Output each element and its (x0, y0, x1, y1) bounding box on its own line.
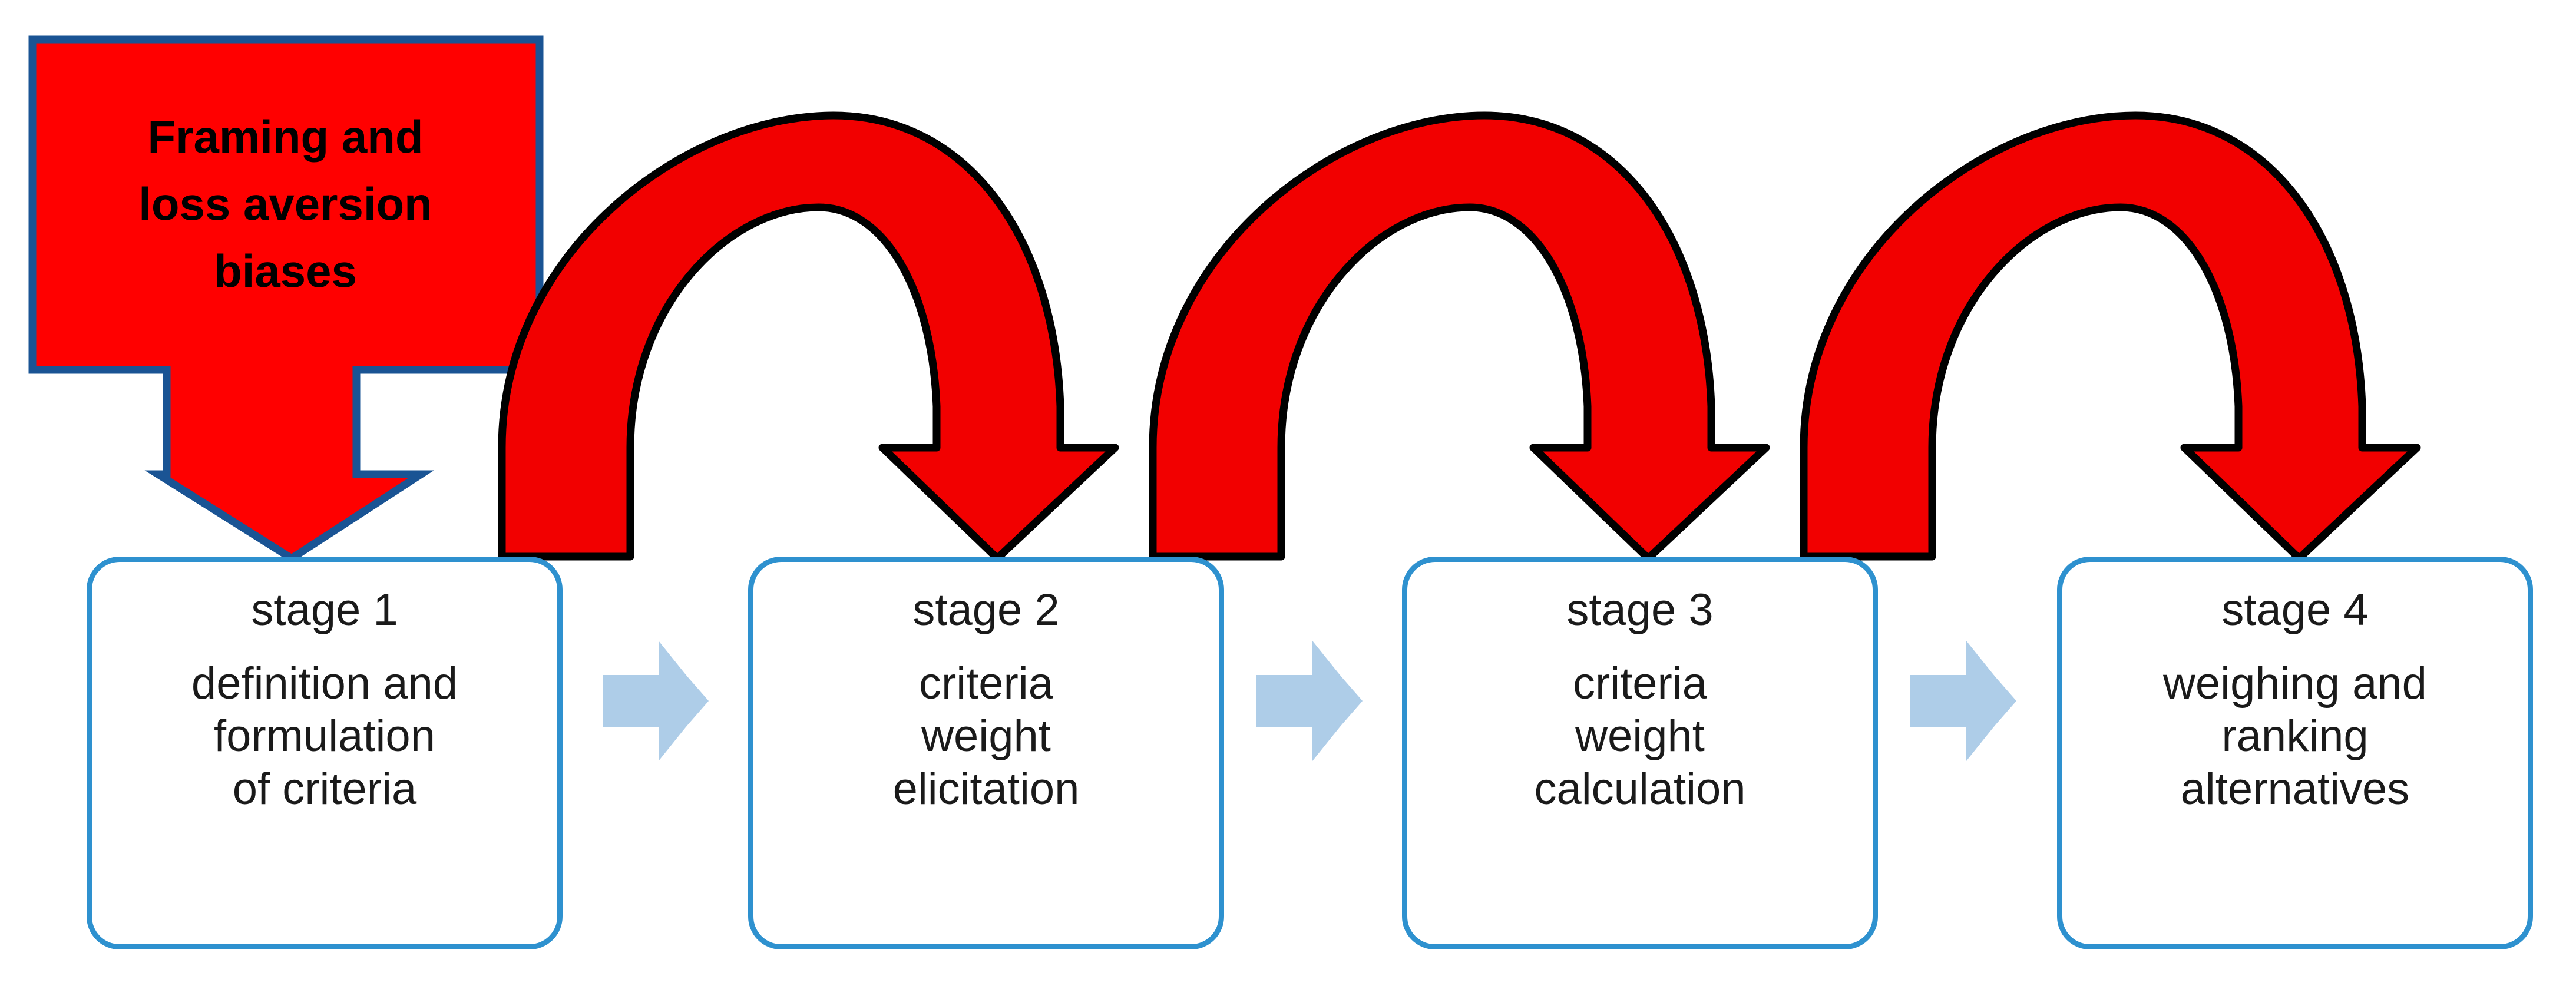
bias-arc-3 (1800, 111, 2421, 563)
stage-desc-line: weight (1575, 711, 1705, 762)
stage-description: criteria weight calculation (1534, 657, 1745, 816)
stage-description: weighing and ranking alternatives (2163, 657, 2427, 816)
right-chevron-icon-2 (1256, 641, 1361, 761)
stage-desc-line: criteria (1572, 658, 1708, 709)
stage-desc-line: alternatives (2180, 764, 2410, 815)
stage-box-2[interactable]: stage 2 criteria weight elicitation (748, 557, 1224, 949)
curved-down-arrow-icon (1800, 111, 2421, 563)
stage-desc-line: definition and (191, 658, 458, 709)
stage-desc-line: weight (921, 711, 1051, 762)
curved-down-arrow-icon (498, 111, 1119, 563)
stage-desc-line: of criteria (232, 764, 417, 815)
stage-title: stage 4 (2221, 585, 2369, 635)
curved-down-arrow-icon (1149, 111, 1770, 563)
right-chevron-icon-3 (1910, 641, 2015, 761)
stage-desc-line: formulation (214, 711, 435, 762)
stage-desc-line: weighing and (2163, 658, 2427, 709)
stage-box-4[interactable]: stage 4 weighing and ranking alternative… (2057, 557, 2533, 949)
stage-box-1[interactable]: stage 1 definition and formulation of cr… (87, 557, 563, 949)
stage-title: stage 1 (251, 585, 398, 635)
stage-title: stage 3 (1566, 585, 1714, 635)
stage-desc-line: elicitation (892, 764, 1080, 815)
stage-description: definition and formulation of criteria (191, 657, 458, 816)
bias-arc-1 (498, 111, 1119, 563)
stage-desc-line: criteria (918, 658, 1054, 709)
stage-desc-line: ranking (2221, 711, 2369, 762)
bias-arc-2 (1149, 111, 1770, 563)
right-chevron-icon-1 (603, 641, 707, 761)
stage-desc-line: calculation (1534, 764, 1746, 815)
stage-title: stage 2 (912, 585, 1060, 635)
stage-description: criteria weight elicitation (893, 657, 1080, 816)
stage-box-3[interactable]: stage 3 criteria weight calculation (1402, 557, 1878, 949)
